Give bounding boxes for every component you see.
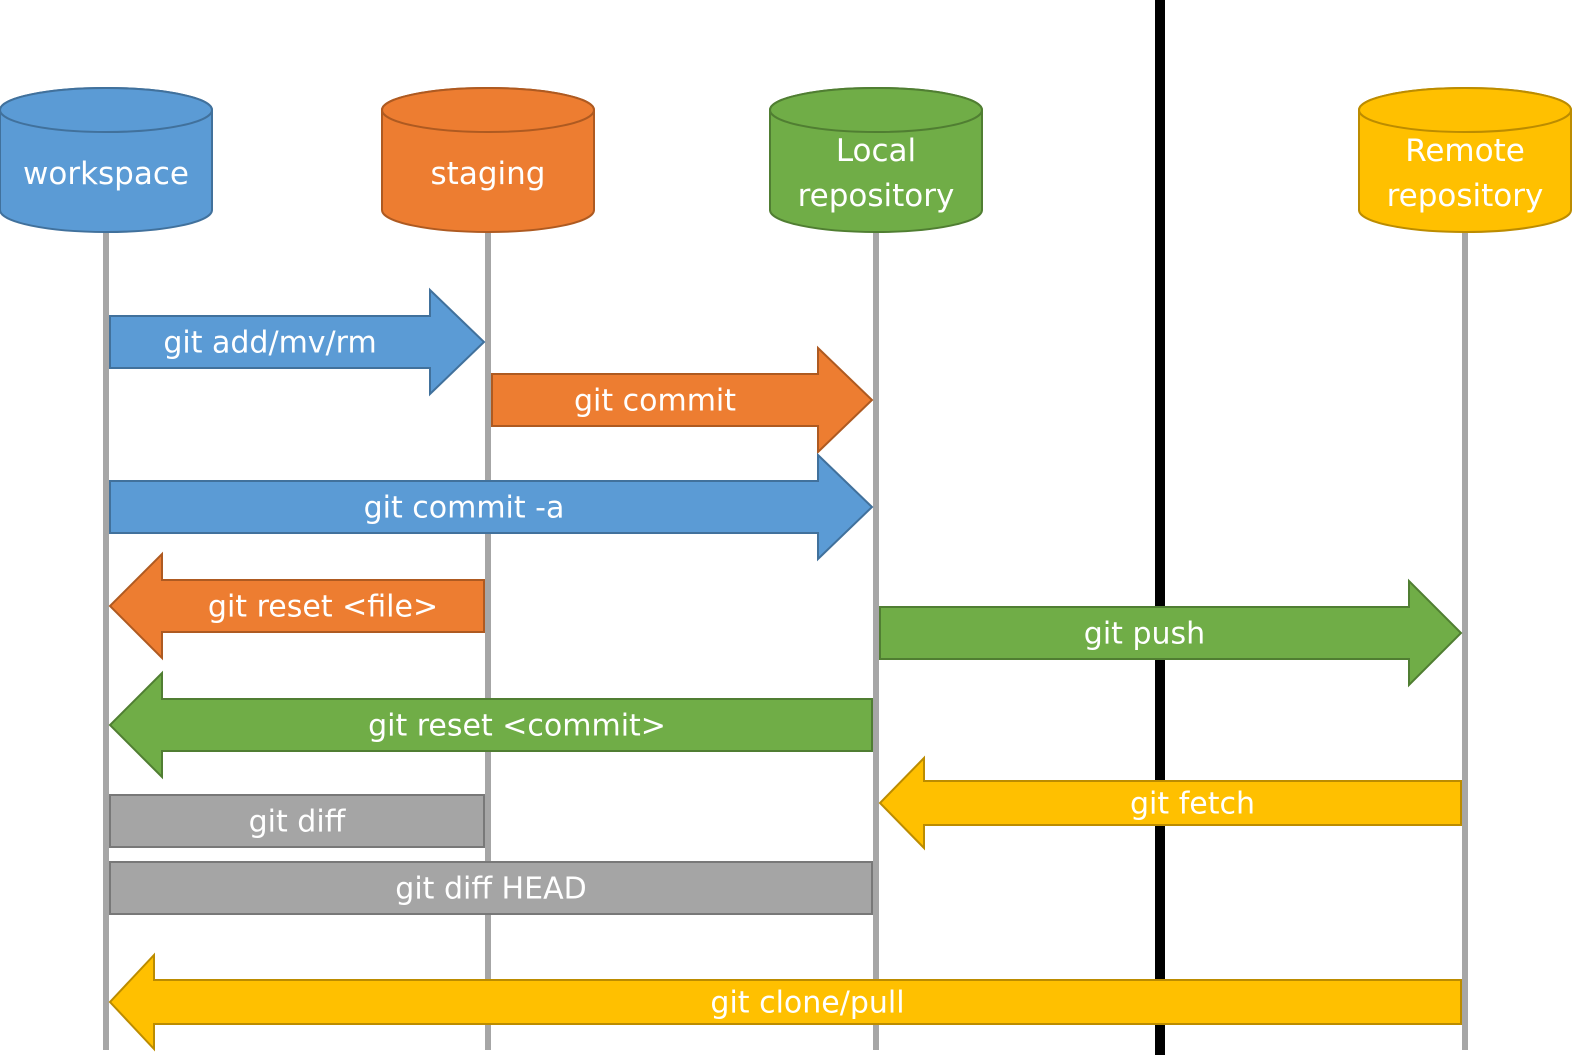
git-push-label: git push [1084, 617, 1205, 652]
local-label-line-2: repository [798, 178, 955, 214]
git-fetch-label: git fetch [1130, 787, 1255, 822]
git-commit-command: git commit [491, 345, 874, 455]
git-diff-head-bar [109, 861, 873, 915]
remote-label-line-1: Remote [1405, 133, 1525, 169]
git-reset-commit-command: git reset <commit> [108, 670, 873, 780]
workspace-cylinder-top [0, 87, 213, 133]
git-clone-pull-command: git clone/pull [108, 952, 1462, 1052]
staging-cylinder-top [381, 87, 595, 133]
git-add-mv-rm-arrow [109, 287, 486, 397]
git-reset-file-label: git reset <file> [208, 590, 438, 625]
git-diff-head-label: git diff HEAD [395, 872, 586, 907]
git-diff-bar [109, 794, 485, 848]
git-commit-a-label: git commit -a [364, 491, 565, 526]
git-add-mv-rm-label: git add/mv/rm [163, 326, 376, 361]
remote-cylinder: Remote repository [1358, 87, 1572, 233]
git-commit-a-arrow [109, 452, 874, 562]
git-clone-pull-arrow [108, 952, 1462, 1052]
git-push-arrow [879, 578, 1463, 688]
git-fetch-arrow [878, 755, 1462, 851]
git-reset-file-arrow [108, 551, 485, 661]
git-fetch-command: git fetch [878, 755, 1462, 851]
git-reset-commit-arrow [108, 670, 873, 780]
workspace-label-line-1: workspace [23, 156, 189, 192]
local-cylinder: Local repository [769, 87, 983, 233]
staging-label-line-1: staging [431, 156, 546, 192]
git-commit-arrow [491, 345, 874, 455]
git-push-command: git push [879, 578, 1463, 688]
git-reset-file-command: git reset <file> [108, 551, 485, 661]
staging-cylinder: staging [381, 87, 595, 233]
local-cylinder-top [769, 87, 983, 133]
git-commit-label: git commit [574, 384, 736, 419]
git-reset-commit-label: git reset <commit> [368, 709, 666, 744]
git-commit-a-command: git commit -a [109, 452, 874, 562]
git-diff-command: git diff [109, 794, 485, 848]
git-clone-pull-label: git clone/pull [710, 986, 904, 1021]
git-add-mv-rm-command: git add/mv/rm [109, 287, 486, 397]
remote-label-line-2: repository [1387, 178, 1544, 214]
workspace-cylinder: workspace [0, 87, 213, 233]
git-diff-head-command: git diff HEAD [109, 861, 873, 915]
git-diff-label: git diff [249, 805, 347, 840]
local-label-line-1: Local [836, 133, 916, 169]
remote-cylinder-top [1358, 87, 1572, 133]
